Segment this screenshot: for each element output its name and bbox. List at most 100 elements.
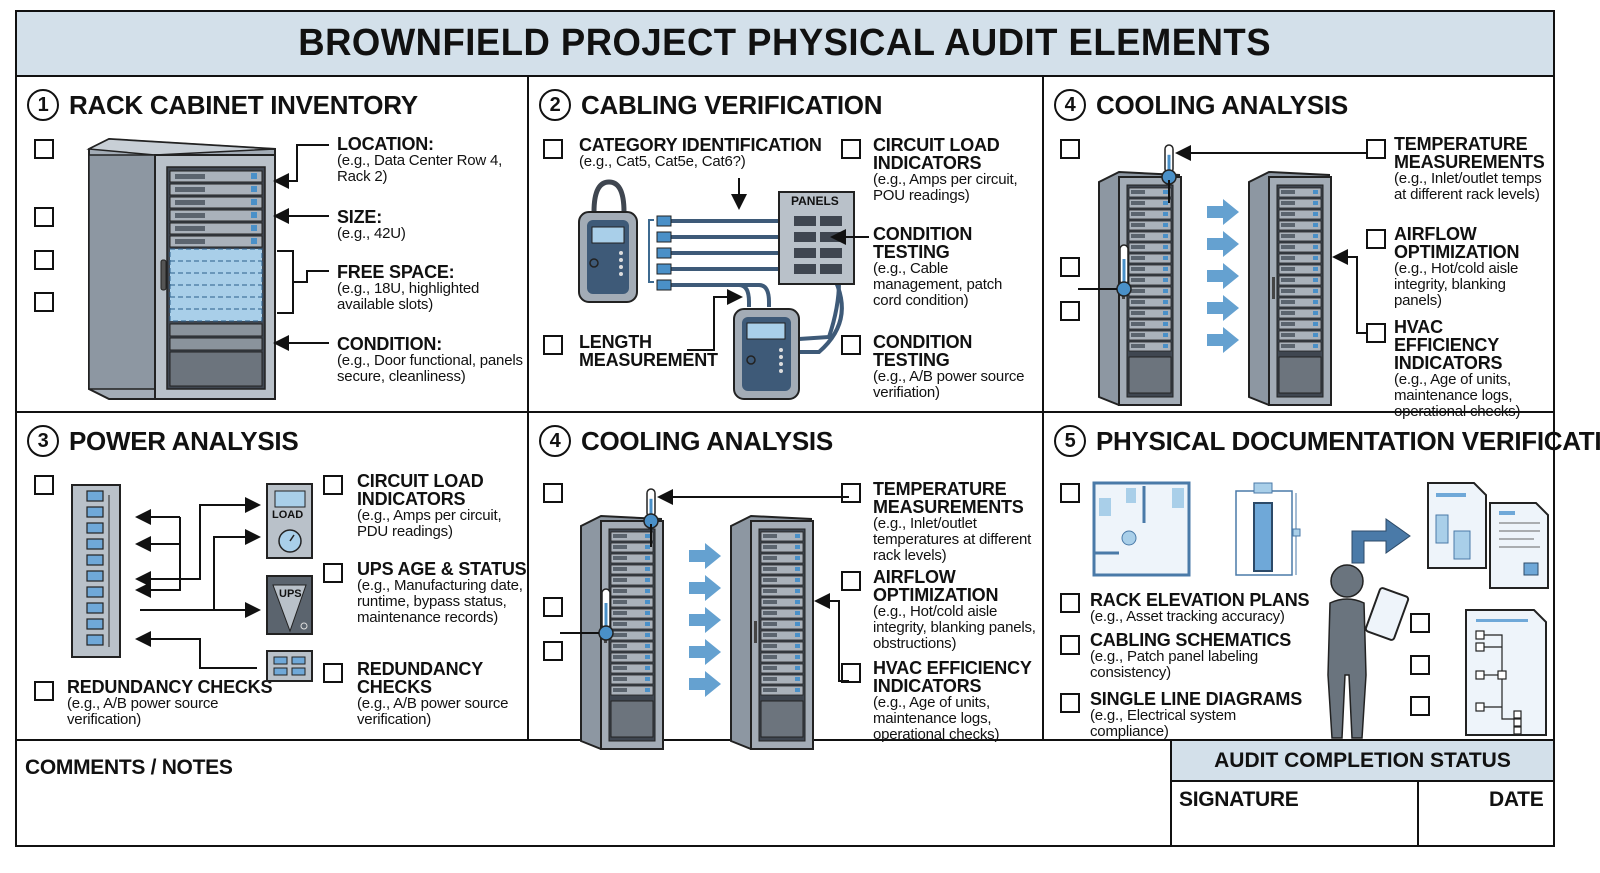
signature-input[interactable] (1179, 814, 1413, 842)
comments-input[interactable] (25, 784, 1164, 843)
section-title: 4 COOLING ANALYSIS (1054, 89, 1348, 121)
load-meter-icon (266, 483, 313, 559)
checkbox-condition-testing-power[interactable] (841, 335, 861, 355)
document-icon (1427, 482, 1549, 589)
checkbox-circuit-load[interactable] (323, 475, 343, 495)
section-number: 5 (1054, 425, 1086, 457)
item-location: LOCATION: (e.g., Data Center Row 4, Rack… (337, 134, 503, 185)
checkbox-cooling-3[interactable] (1060, 301, 1080, 321)
checkbox-floor-plan[interactable] (1060, 483, 1080, 503)
checkbox-ups-status[interactable] (323, 563, 343, 583)
checkbox-power-1[interactable] (34, 475, 54, 495)
checkbox-cooling-1[interactable] (543, 483, 563, 503)
item-circuit-load: CIRCUIT LOAD INDICATORS (e.g., Amps per … (873, 135, 1018, 204)
checkbox-doc-1[interactable] (1410, 613, 1430, 633)
checkbox-temperature[interactable] (1366, 139, 1386, 159)
server-unit (1278, 341, 1322, 352)
floor-plan-icon (1092, 481, 1191, 577)
server-unit (760, 663, 804, 674)
server-unit (1278, 297, 1322, 308)
server-unit (1278, 242, 1322, 253)
checkbox-airflow[interactable] (1366, 229, 1386, 249)
checkbox-free-space[interactable] (34, 250, 54, 270)
checkbox-condition[interactable] (34, 292, 54, 312)
divider (17, 411, 1553, 413)
checkbox-hvac[interactable] (841, 663, 861, 683)
audit-form: BROWNFIELD PROJECT PHYSICAL AUDIT ELEMEN… (15, 10, 1600, 847)
checkbox-cooling-2[interactable] (543, 597, 563, 617)
item-airflow: AIRFLOW OPTIMIZATION (e.g., Hot/cold ais… (1394, 224, 1520, 309)
server-units (169, 170, 263, 248)
checkbox-airflow[interactable] (841, 571, 861, 591)
server-unit (760, 630, 804, 641)
section-number: 1 (27, 89, 59, 121)
ups-icon (266, 575, 313, 635)
cable-tester-icon (733, 308, 800, 400)
airflow-arrow-icon (1207, 231, 1239, 257)
item-single-line-diagrams: SINGLE LINE DIAGRAMS (e.g., Electrical s… (1090, 689, 1303, 740)
section-number: 4 (1054, 89, 1086, 121)
server-unit (760, 597, 804, 608)
date-input[interactable] (1425, 814, 1549, 842)
server-unit (1128, 187, 1172, 198)
server-unit (760, 553, 804, 564)
server-unit (1128, 231, 1172, 242)
server-unit (1278, 286, 1322, 297)
server-unit (760, 608, 804, 619)
checkbox-cooling-2[interactable] (1060, 257, 1080, 277)
checkbox-doc-2[interactable] (1410, 655, 1430, 675)
divider (1170, 741, 1172, 845)
section-number: 3 (27, 425, 59, 457)
checkbox-location[interactable] (34, 139, 54, 159)
section-title: 5 PHYSICAL DOCUMENTATION VERIFICATION (1054, 425, 1600, 457)
server-unit (610, 586, 654, 597)
page-title: BROWNFIELD PROJECT PHYSICAL AUDIT ELEMEN… (298, 22, 1272, 64)
checkbox-category-identification[interactable] (543, 139, 563, 159)
checkbox-redundancy-left[interactable] (34, 681, 54, 701)
item-free-space: FREE SPACE: (e.g., 18U, highlighted avai… (337, 262, 480, 313)
server-unit (760, 586, 804, 597)
free-space-slots (169, 248, 263, 322)
server-unit (1128, 209, 1172, 220)
server-unit (610, 597, 654, 608)
checkbox-rack-elevation[interactable] (1060, 593, 1080, 613)
checkbox-redundancy-right[interactable] (323, 663, 343, 683)
checkbox-single-line-diagrams[interactable] (1060, 693, 1080, 713)
server-unit (1128, 319, 1172, 330)
server-unit (760, 685, 804, 696)
documentation-diagram (1092, 481, 1549, 739)
cable-diagram (578, 178, 869, 400)
thermometer-icon (1116, 244, 1132, 297)
cooling-diagram (1078, 144, 1367, 407)
item-condition: CONDITION: (e.g., Door functional, panel… (337, 334, 523, 385)
server-unit (760, 575, 804, 586)
checkbox-cooling-3[interactable] (543, 641, 563, 661)
checkbox-cooling-1[interactable] (1060, 139, 1080, 159)
divider (527, 77, 529, 741)
audit-status-header: AUDIT COMPLETION STATUS (1172, 741, 1553, 782)
server-unit (1278, 209, 1322, 220)
cable-tester-icon (578, 179, 638, 303)
checkbox-length-measurement[interactable] (543, 335, 563, 355)
checkbox-size[interactable] (34, 207, 54, 227)
server-unit (1128, 242, 1172, 253)
section-number: 4 (539, 425, 571, 457)
server-unit (760, 641, 804, 652)
server-unit (610, 564, 654, 575)
section-cabling-verification: 2 CABLING VERIFICATION CATEGORY IDENTIFI… (529, 77, 1042, 411)
checkbox-circuit-load[interactable] (841, 139, 861, 159)
checkbox-cabling-schematics[interactable] (1060, 635, 1080, 655)
checkbox-doc-3[interactable] (1410, 696, 1430, 716)
section-title: 2 CABLING VERIFICATION (539, 89, 882, 121)
server-unit (610, 542, 654, 553)
item-redundancy-right: REDUNDANCY CHECKS (e.g., A/B power sourc… (357, 659, 509, 728)
item-cabling-schematics: CABLING SCHEMATICS (e.g., Patch panel la… (1090, 630, 1292, 681)
item-condition-testing-power: CONDITION TESTING (e.g., A/B power sourc… (873, 332, 1025, 401)
item-condition-testing-cable: CONDITION TESTING (e.g., Cable managemen… (873, 224, 1003, 309)
thermometer-icon (598, 588, 614, 641)
divider (1042, 77, 1044, 741)
server-unit (610, 641, 654, 652)
breaker-panel-icon (266, 650, 313, 682)
server-unit (1128, 253, 1172, 264)
airflow-arrow-icon (1207, 263, 1239, 289)
